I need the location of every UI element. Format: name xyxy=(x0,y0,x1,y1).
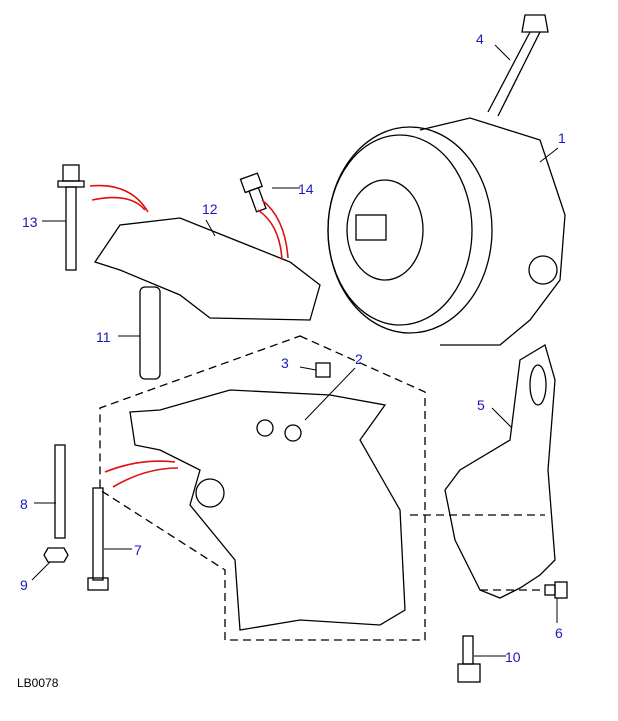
callout-7: 7 xyxy=(134,542,142,558)
callout-4: 4 xyxy=(476,31,484,47)
callout-14: 14 xyxy=(298,181,314,197)
callout-3: 3 xyxy=(281,355,289,371)
callout-12: 12 xyxy=(202,201,218,217)
assembly-outline xyxy=(99,335,426,641)
callout-13: 13 xyxy=(22,214,38,230)
callout-9: 9 xyxy=(20,577,28,593)
callout-1: 1 xyxy=(558,130,566,146)
callout-6: 6 xyxy=(555,625,563,641)
callout-2: 2 xyxy=(355,351,363,367)
long-bolt-drawing xyxy=(487,14,549,117)
callout-8: 8 xyxy=(20,496,28,512)
callout-5: 5 xyxy=(477,397,485,413)
pump-pulley-drawing xyxy=(327,117,566,346)
callout-11: 11 xyxy=(96,329,111,345)
callout-10: 10 xyxy=(505,649,521,665)
diagram-code: LB0078 xyxy=(17,676,59,690)
bolt-13-drawing xyxy=(57,164,85,271)
